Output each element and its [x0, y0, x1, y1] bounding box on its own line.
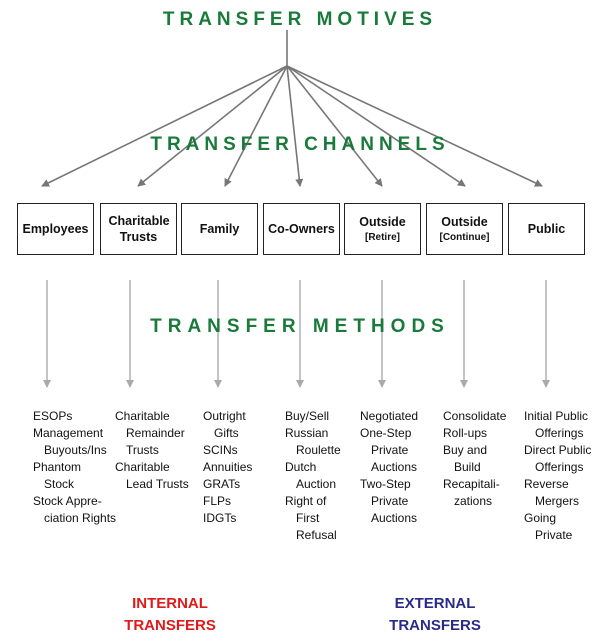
fan-arrow [286, 65, 304, 187]
method-item: zations [454, 494, 493, 508]
method-item: Going [524, 511, 557, 525]
method-item: ESOPs [33, 409, 73, 423]
method-item: First [296, 511, 320, 525]
method-item: GRATs [203, 477, 241, 491]
method-item: Initial Public [524, 409, 589, 423]
method-item: Russian [285, 426, 329, 440]
fan-arrow [286, 65, 383, 187]
method-item: Offerings [535, 426, 584, 440]
method-item: Buy and [443, 443, 488, 457]
method-item: Buyouts/Ins [44, 443, 107, 457]
method-item: Auctions [371, 460, 418, 474]
external-line-1: EXTERNAL [394, 595, 476, 612]
external-transfers-label: EXTERNAL TRANSFERS [380, 593, 490, 637]
method-item: Private [371, 443, 409, 457]
channel-box-charitable-trusts: Charitable Trusts [100, 203, 177, 255]
method-item: Charitable [115, 409, 170, 423]
method-item: Direct Public [524, 443, 592, 457]
method-item: Lead Trusts [126, 477, 189, 491]
method-item: Stock [44, 477, 75, 491]
motive-to-channel-arrows [41, 30, 543, 187]
method-item: Mergers [535, 494, 580, 508]
channel-name: Co-Owners [268, 222, 335, 236]
internal-transfers-label: INTERNAL TRANSFERS [115, 593, 225, 637]
fan-arrow [224, 65, 288, 187]
method-item: Private [535, 528, 573, 542]
method-item: Dutch [285, 460, 317, 474]
method-item: FLPs [203, 494, 232, 508]
channel-box-employees: Employees [17, 203, 94, 255]
fan-arrow [137, 65, 288, 187]
method-item: Two-Step [360, 477, 411, 491]
method-item: Phantom [33, 460, 82, 474]
internal-line-2: TRANSFERS [124, 617, 216, 634]
method-item: Refusal [296, 528, 337, 542]
method-item: ciation Rights [44, 511, 117, 525]
channel-box-family: Family [181, 203, 258, 255]
method-item: IDGTs [203, 511, 237, 525]
channel-subtitle: [Retire] [364, 232, 400, 243]
method-item: Private [371, 494, 409, 508]
channel-box-outside-retire: Outside [Retire] [344, 203, 421, 255]
method-item: Trusts [126, 443, 159, 457]
method-item: Auction [296, 477, 337, 491]
fan-arrow [286, 65, 466, 187]
method-item: Reverse [524, 477, 569, 491]
method-item: Roll-ups [443, 426, 488, 440]
channel-name: Outside [441, 215, 488, 229]
channel-to-method-arrows [43, 280, 550, 388]
heading-transfer-methods: TRANSFER METHODS [150, 316, 450, 337]
method-item: Recapitali- [443, 477, 500, 491]
heading-transfer-motives: TRANSFER MOTIVES [162, 9, 438, 30]
method-item: One-Step [360, 426, 412, 440]
channel-box-co-owners: Co-Owners [263, 203, 340, 255]
method-item: Charitable [115, 460, 170, 474]
fan-arrow [286, 65, 543, 187]
method-item: Remainder [126, 426, 185, 440]
channel-subtitle: [Continue] [439, 232, 490, 243]
method-item: Stock Appre- [33, 494, 102, 508]
channel-name: Public [527, 222, 566, 236]
channel-box-public: Public [508, 203, 585, 255]
channel-name: Outside [359, 215, 406, 229]
method-item: SCINs [203, 443, 238, 457]
internal-line-1: INTERNAL [132, 595, 208, 612]
method-item: Consolidate [443, 409, 507, 423]
channel-name: Charitable Trusts [108, 214, 170, 244]
method-item: Outright [203, 409, 246, 423]
method-item: Offerings [535, 460, 584, 474]
external-line-2: TRANSFERS [389, 617, 481, 634]
method-item: Annuities [203, 460, 253, 474]
method-item: Build [454, 460, 481, 474]
fan-arrow [41, 65, 288, 187]
channel-box-outside-continue: Outside [Continue] [426, 203, 503, 255]
method-item: Roulette [296, 443, 341, 457]
method-item: Right of [285, 494, 327, 508]
method-item: Auctions [371, 511, 418, 525]
method-item: Management [33, 426, 104, 440]
channel-name: Family [199, 222, 240, 236]
channel-name: Employees [22, 222, 89, 236]
method-item: Gifts [214, 426, 239, 440]
method-item: Negotiated [360, 409, 419, 423]
method-item: Buy/Sell [285, 409, 330, 423]
heading-transfer-channels: TRANSFER CHANNELS [150, 134, 450, 155]
